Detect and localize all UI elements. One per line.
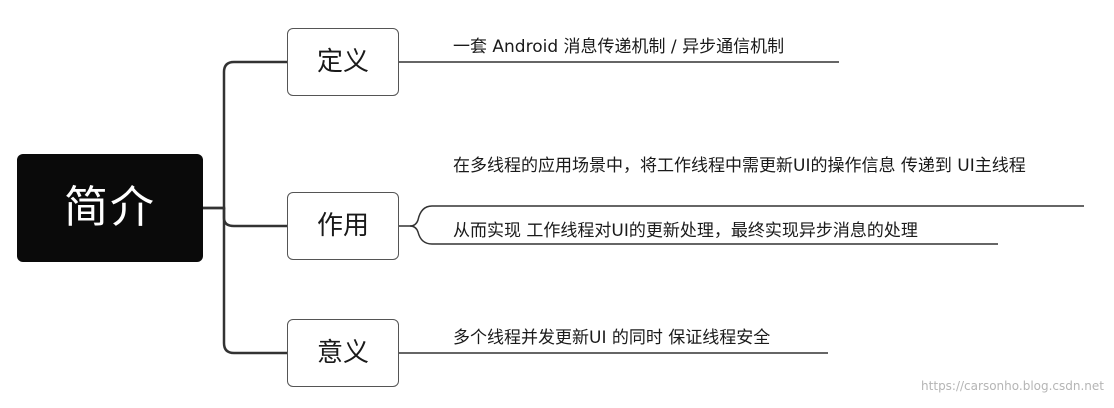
branch-label-meaning: 意义: [316, 338, 369, 368]
watermark-text: https://carsonho.blog.csdn.net: [921, 379, 1104, 393]
leaf-text-definition: 一套 Android 消息传递机制 / 异步通信机制: [453, 37, 785, 57]
connector-root-to-definition: [203, 60, 287, 210]
root-label: 简介: [64, 182, 156, 233]
leaf-text-meaning: 多个线程并发更新UI 的同时 保证线程安全: [453, 328, 771, 348]
connector-root-to-meaning: [222, 208, 287, 355]
connector-purpose-to-leaf-2: [409, 225, 998, 245]
branch-label-definition: 定义: [316, 47, 369, 77]
branch-label-purpose: 作用: [316, 211, 369, 241]
branch-node-definition: 定义: [287, 28, 399, 96]
branch-node-meaning: 意义: [287, 319, 399, 387]
branch-node-purpose: 作用: [287, 192, 399, 260]
leaf-text-purpose-2: 从而实现 工作线程对UI的更新处理，最终实现异步消息的处理: [453, 221, 918, 241]
connector-root-to-purpose: [203, 206, 287, 228]
root-node: 简介: [17, 154, 203, 262]
leaf-text-purpose-1: 在多线程的应用场景中，将工作线程中需更新UI的操作信息 传递到 UI主线程: [453, 156, 1026, 176]
